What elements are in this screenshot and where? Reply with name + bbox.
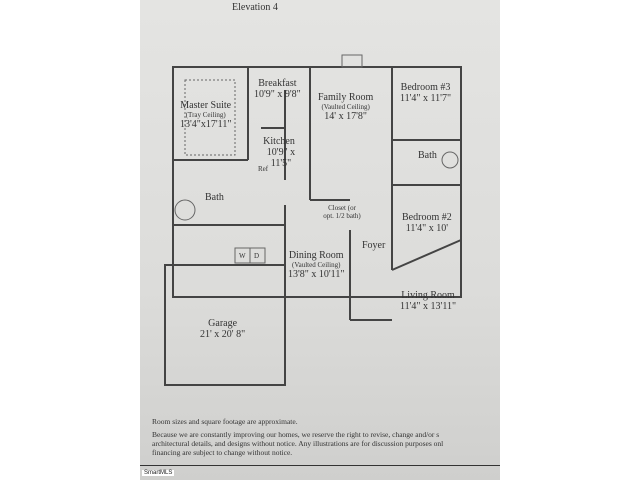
dryer: D: [254, 252, 260, 260]
divider: [140, 465, 500, 466]
room-dining: Dining Room(Vaulted Ceiling)13'8" x 10'1…: [288, 250, 345, 280]
washer: W: [239, 252, 246, 260]
refrigerator: Ref: [258, 165, 269, 173]
mls-watermark: SmartMLS: [142, 470, 175, 476]
floor-plan-sheet: [140, 0, 500, 480]
closet-label: Closet (or opt. 1/2 bath): [323, 204, 361, 220]
room-family-room: Family Room(Vaulted Ceiling)14' x 17'8": [318, 92, 374, 122]
room-master-suite: Master Suite(Tray Ceiling)13'4"x17'11": [180, 100, 232, 130]
room-bath-master: Bath: [205, 192, 224, 203]
room-bath-bedroom: Bath: [418, 150, 437, 161]
note-2: Because we are constantly improving our …: [152, 430, 440, 439]
note-1: Room sizes and square footage are approx…: [152, 417, 298, 426]
note-4: financing are subject to change without …: [152, 448, 293, 457]
note-3: architectural details, and designs witho…: [152, 439, 444, 448]
elevation-title: Elevation 4: [232, 2, 278, 13]
room-foyer: Foyer: [362, 240, 386, 251]
